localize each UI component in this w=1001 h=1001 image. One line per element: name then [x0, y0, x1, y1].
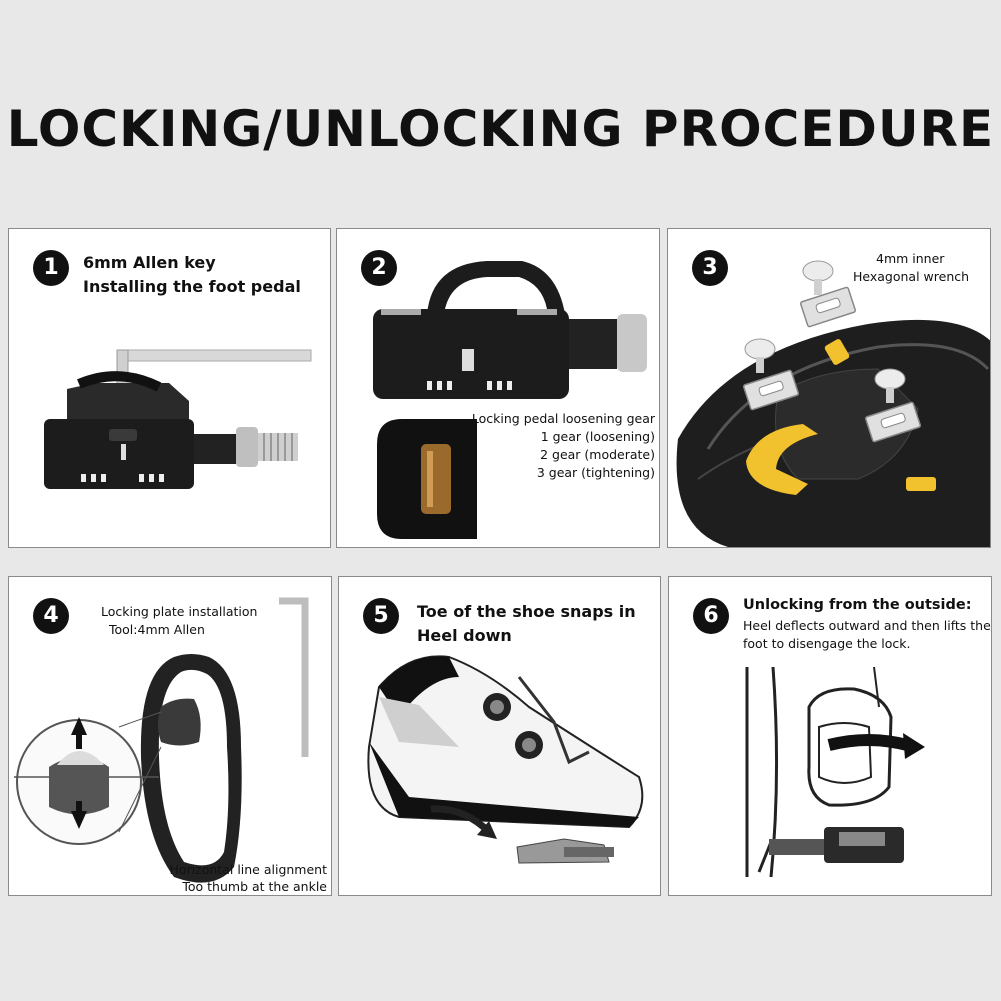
step-6-body-2: foot to disengage the lock.: [743, 636, 911, 651]
step-number-badge: 2: [361, 250, 397, 286]
step-number-badge: 4: [33, 598, 69, 634]
step-number-badge: 6: [693, 598, 729, 634]
step-number-badge: 5: [363, 598, 399, 634]
gear-caption-title: Locking pedal loosening gear: [471, 411, 655, 426]
alignment-caption-1: Horizontal line alignment: [169, 862, 327, 877]
cleat-caption-1: Locking plate installation: [101, 604, 258, 619]
step-6-heading: Unlocking from the outside:: [743, 597, 972, 613]
step-number-badge: 1: [33, 250, 69, 286]
cleat-alignment-illustration: [14, 597, 309, 883]
step-6-panel: 6 Unlocking from the outside: Heel defle…: [668, 576, 992, 896]
wrench-caption-2: Hexagonal wrench: [853, 269, 970, 284]
step-1-panel: 1 6mm Allen key Installing the foot peda…: [8, 228, 331, 548]
step-5-panel: 5 Toe of the shoe snaps in Heel down: [338, 576, 661, 896]
gear-caption-2: 2 gear (moderate): [540, 447, 655, 462]
pedal-with-allen-key-illustration: [44, 349, 312, 489]
step-5-line-2: Heel down: [417, 626, 512, 645]
page-title: LOCKING/UNLOCKING PROCEDURE: [6, 100, 995, 158]
alignment-caption-2: Too thumb at the ankle: [182, 879, 327, 894]
step-6-body-1: Heel deflects outward and then lifts the: [743, 618, 991, 633]
step-3-panel: 3 4mm inner Hexagonal wrench: [667, 228, 991, 548]
step-number-badge: 3: [692, 250, 728, 286]
step-1-line-2: Installing the foot pedal: [83, 277, 301, 296]
cleat-caption-2: Tool:4mm Allen: [109, 622, 205, 637]
step-1-line-1: 6mm Allen key: [83, 253, 216, 272]
wrench-caption-1: 4mm inner: [876, 251, 945, 266]
step-2-panel: 2 Locking pedal loosening gear 1 gear (l…: [336, 228, 660, 548]
cleat-on-sole-illustration: [676, 260, 990, 547]
gear-caption-3: 3 gear (tightening): [536, 465, 655, 480]
gear-caption-1: 1 gear (loosening): [540, 429, 655, 444]
shoe-clipping-in-illustration: [367, 655, 644, 864]
unclipping-illustration: [745, 666, 925, 878]
step-5-line-1: Toe of the shoe snaps in: [417, 602, 636, 621]
step-4-panel: 4 Locking plate installation Tool:4mm Al…: [8, 576, 332, 896]
pedal-and-tension-gear-illustration: [373, 261, 647, 539]
